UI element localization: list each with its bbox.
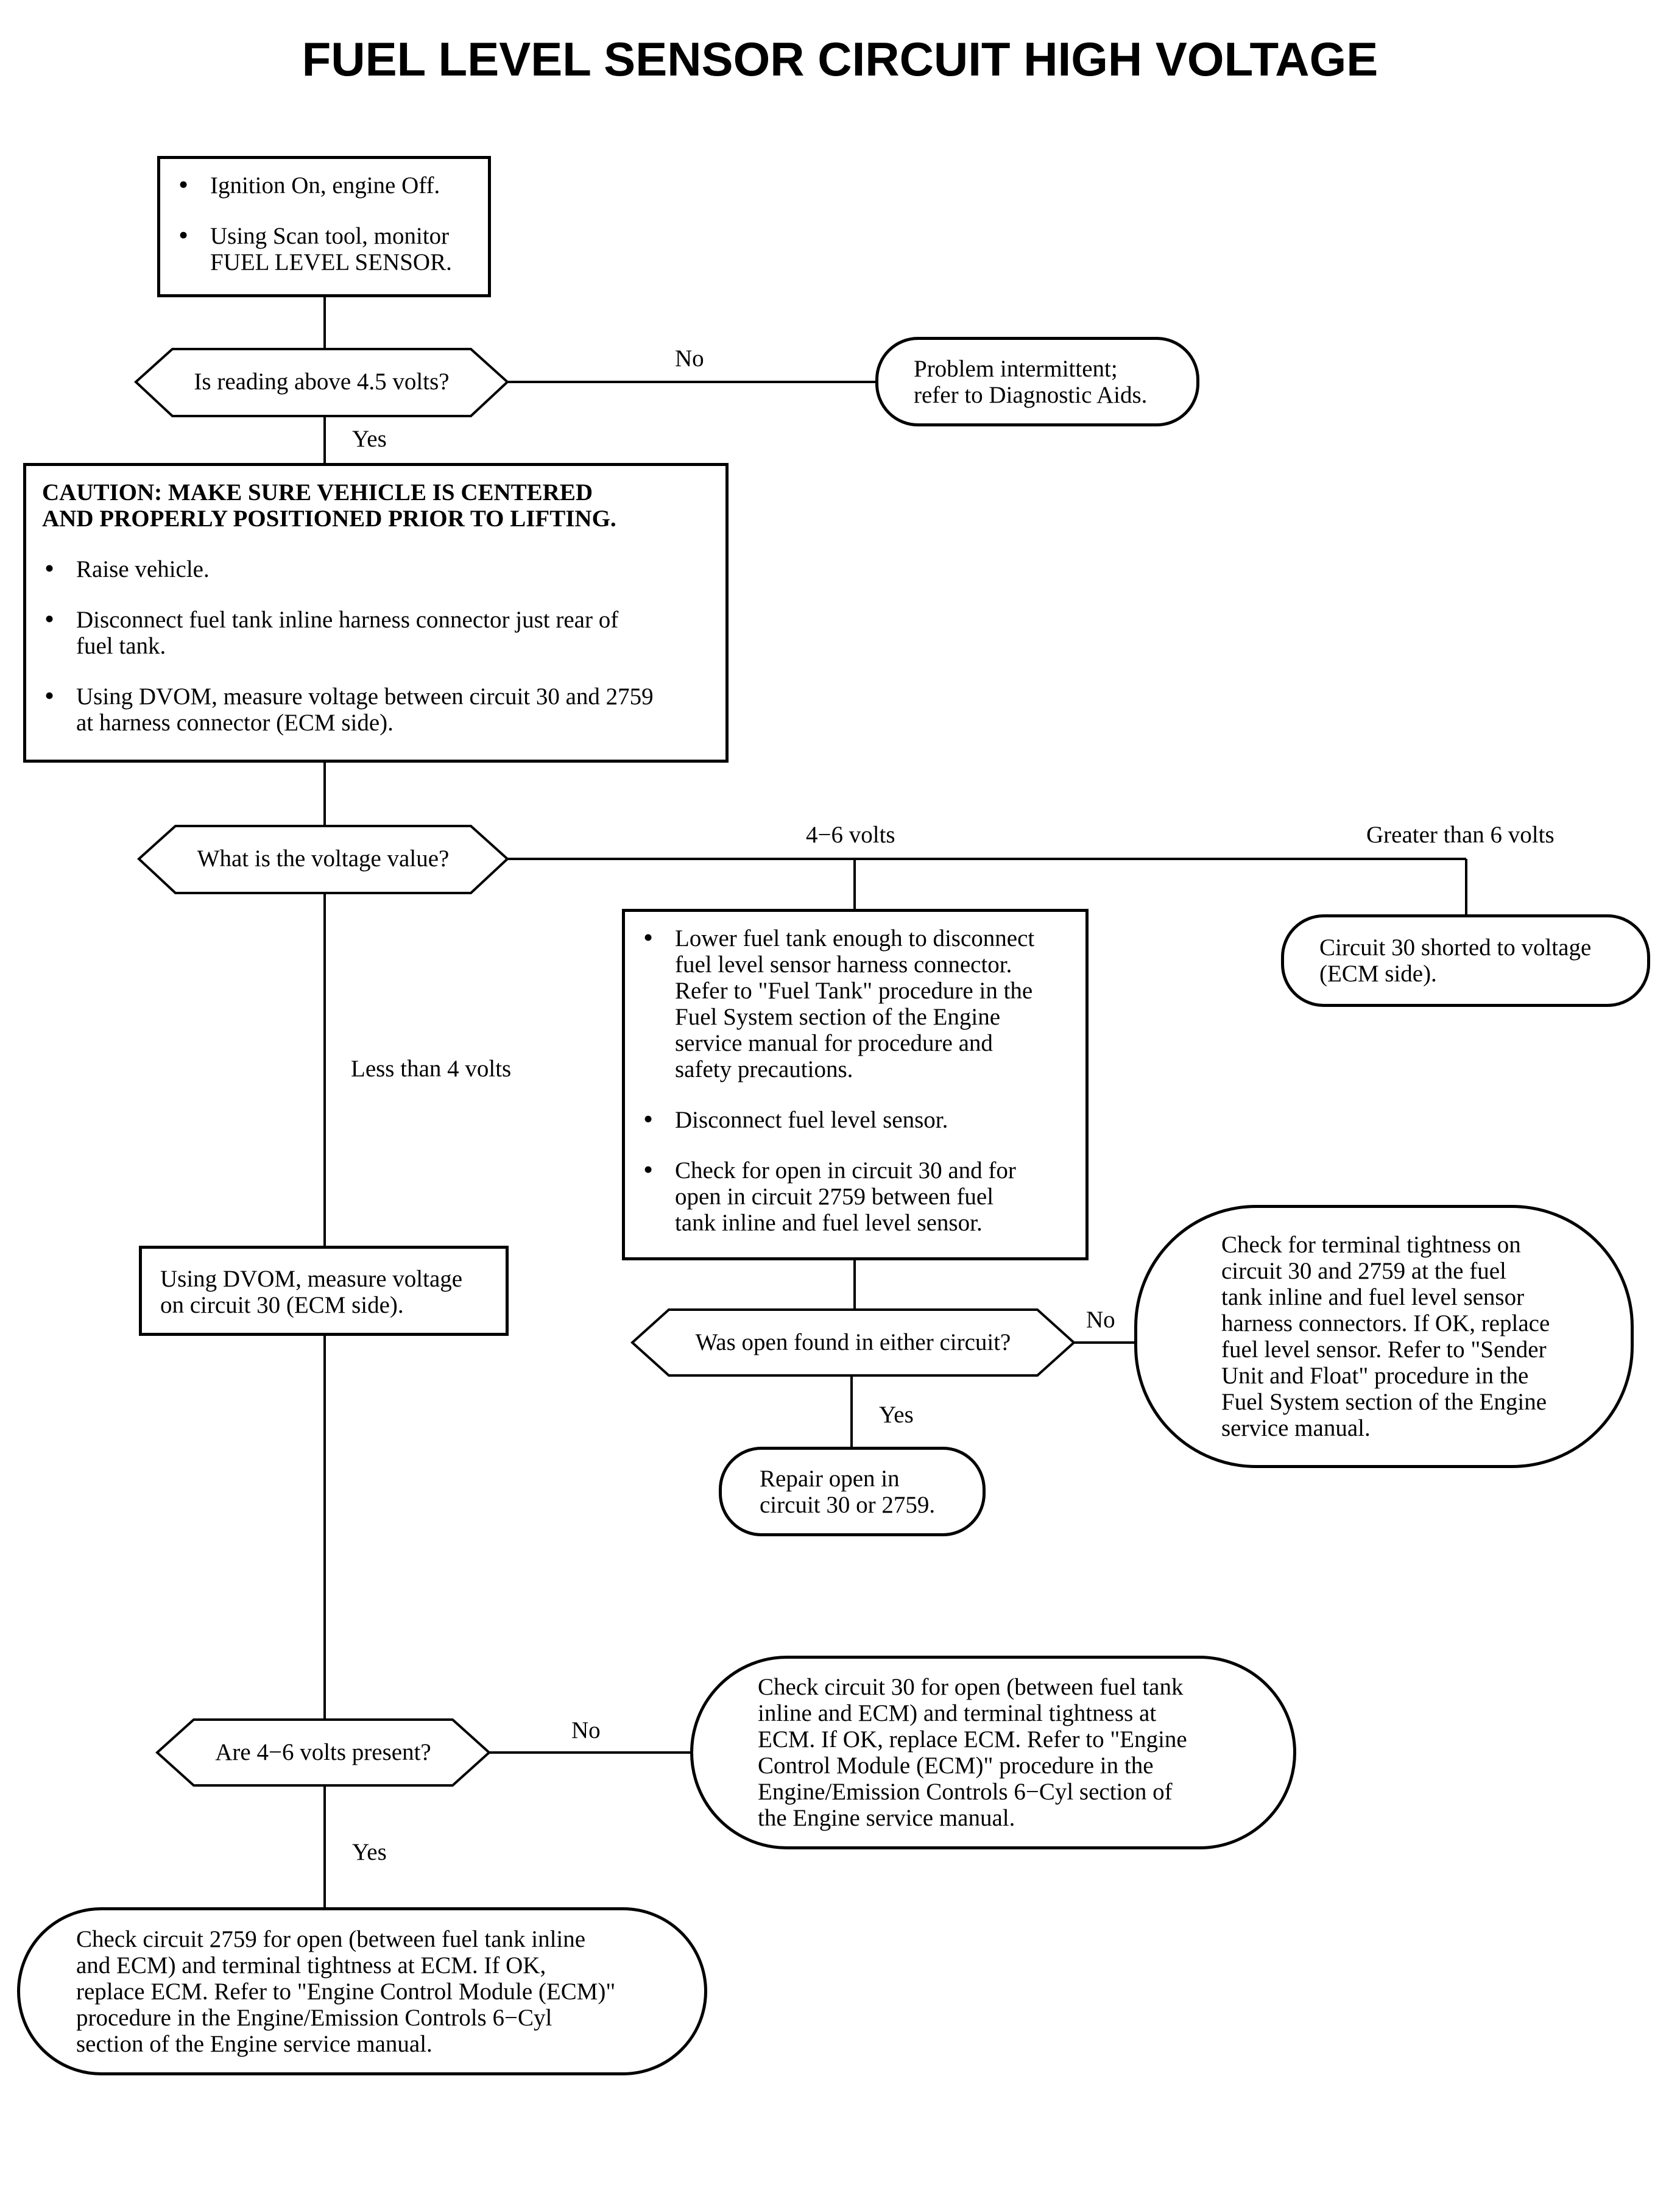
step2-item: Disconnect fuel tank inline harness conn… [42,605,710,659]
step3-box: Lower fuel tank enough to disconnect fue… [622,909,1089,1260]
decision4-question: Are 4−6 volts present? [215,1739,431,1765]
step2-item: Raise vehicle. [42,555,710,582]
step2-box: CAUTION: MAKE SURE VEHICLE IS CENTERED A… [23,463,729,763]
decision2-mid-label: 4−6 volts [806,822,895,848]
step1-list: Ignition On, engine Off. Using Scan tool… [176,171,472,275]
decision3-yes-result: Repair open in circuit 30 or 2759. [719,1447,986,1536]
page-title: FUEL LEVEL SENSOR CIRCUIT HIGH VOLTAGE [302,32,1378,86]
step1-item: Using Scan tool, monitor FUEL LEVEL SENS… [176,222,472,275]
step2-item: Using DVOM, measure voltage between circ… [42,682,710,736]
decision3-shape [630,1308,1076,1377]
step3-item: Disconnect fuel level sensor. [641,1106,1070,1133]
decision1-no-result: Problem intermittent; refer to Diagnosti… [875,337,1199,426]
decision4-yes-label: Yes [352,1839,387,1865]
step1-box: Ignition On, engine Off. Using Scan tool… [157,156,491,297]
decision4-no-label: No [571,1717,601,1743]
step3-list: Lower fuel tank enough to disconnect fue… [641,924,1070,1236]
decision4-yes-result-text: Check circuit 2759 for open (between fue… [76,1926,616,2057]
decision3-no-label: No [1086,1307,1115,1333]
decision3-yes-label: Yes [879,1402,914,1428]
decision4-shape [155,1718,491,1787]
decision2-high-result: Circuit 30 shorted to voltage (ECM side)… [1281,914,1650,1007]
decision1-question: Is reading above 4.5 volts? [194,369,450,395]
decision1-no-label: No [675,345,704,372]
decision1-yes-label: Yes [352,426,387,452]
decision4-no-result-text: Check circuit 30 for open (between fuel … [758,1674,1187,1831]
decision2-question: What is the voltage value? [197,846,450,872]
step4-box: Using DVOM, measure voltage on circuit 3… [139,1246,509,1336]
step1-item: Ignition On, engine Off. [176,171,472,199]
step3-item: Check for open in circuit 30 and for ope… [641,1156,1070,1236]
decision2-low-label: Less than 4 volts [351,1056,512,1082]
decision4-no-result: Check circuit 30 for open (between fuel … [690,1656,1296,1849]
decision3-question: Was open found in either circuit? [695,1329,1011,1355]
decision1-shape [134,348,509,417]
decision3-yes-result-text: Repair open in circuit 30 or 2759. [760,1465,936,1518]
step3-item: Lower fuel tank enough to disconnect fue… [641,924,1070,1082]
decision1-no-result-text: Problem intermittent; refer to Diagnosti… [914,355,1148,408]
decision3-no-result-text: Check for terminal tightness on circuit … [1221,1232,1550,1441]
decision2-high-result-text: Circuit 30 shorted to voltage (ECM side)… [1319,934,1592,987]
decision4-yes-result: Check circuit 2759 for open (between fue… [17,1907,707,2075]
step4-text: Using DVOM, measure voltage on circuit 3… [160,1266,463,1318]
decision2-high-label: Greater than 6 volts [1366,822,1555,848]
caution-text: CAUTION: MAKE SURE VEHICLE IS CENTERED A… [42,479,616,532]
decision3-no-result: Check for terminal tightness on circuit … [1134,1205,1634,1468]
step2-list: Raise vehicle. Disconnect fuel tank inli… [42,555,710,736]
decision2-shape [137,825,509,894]
